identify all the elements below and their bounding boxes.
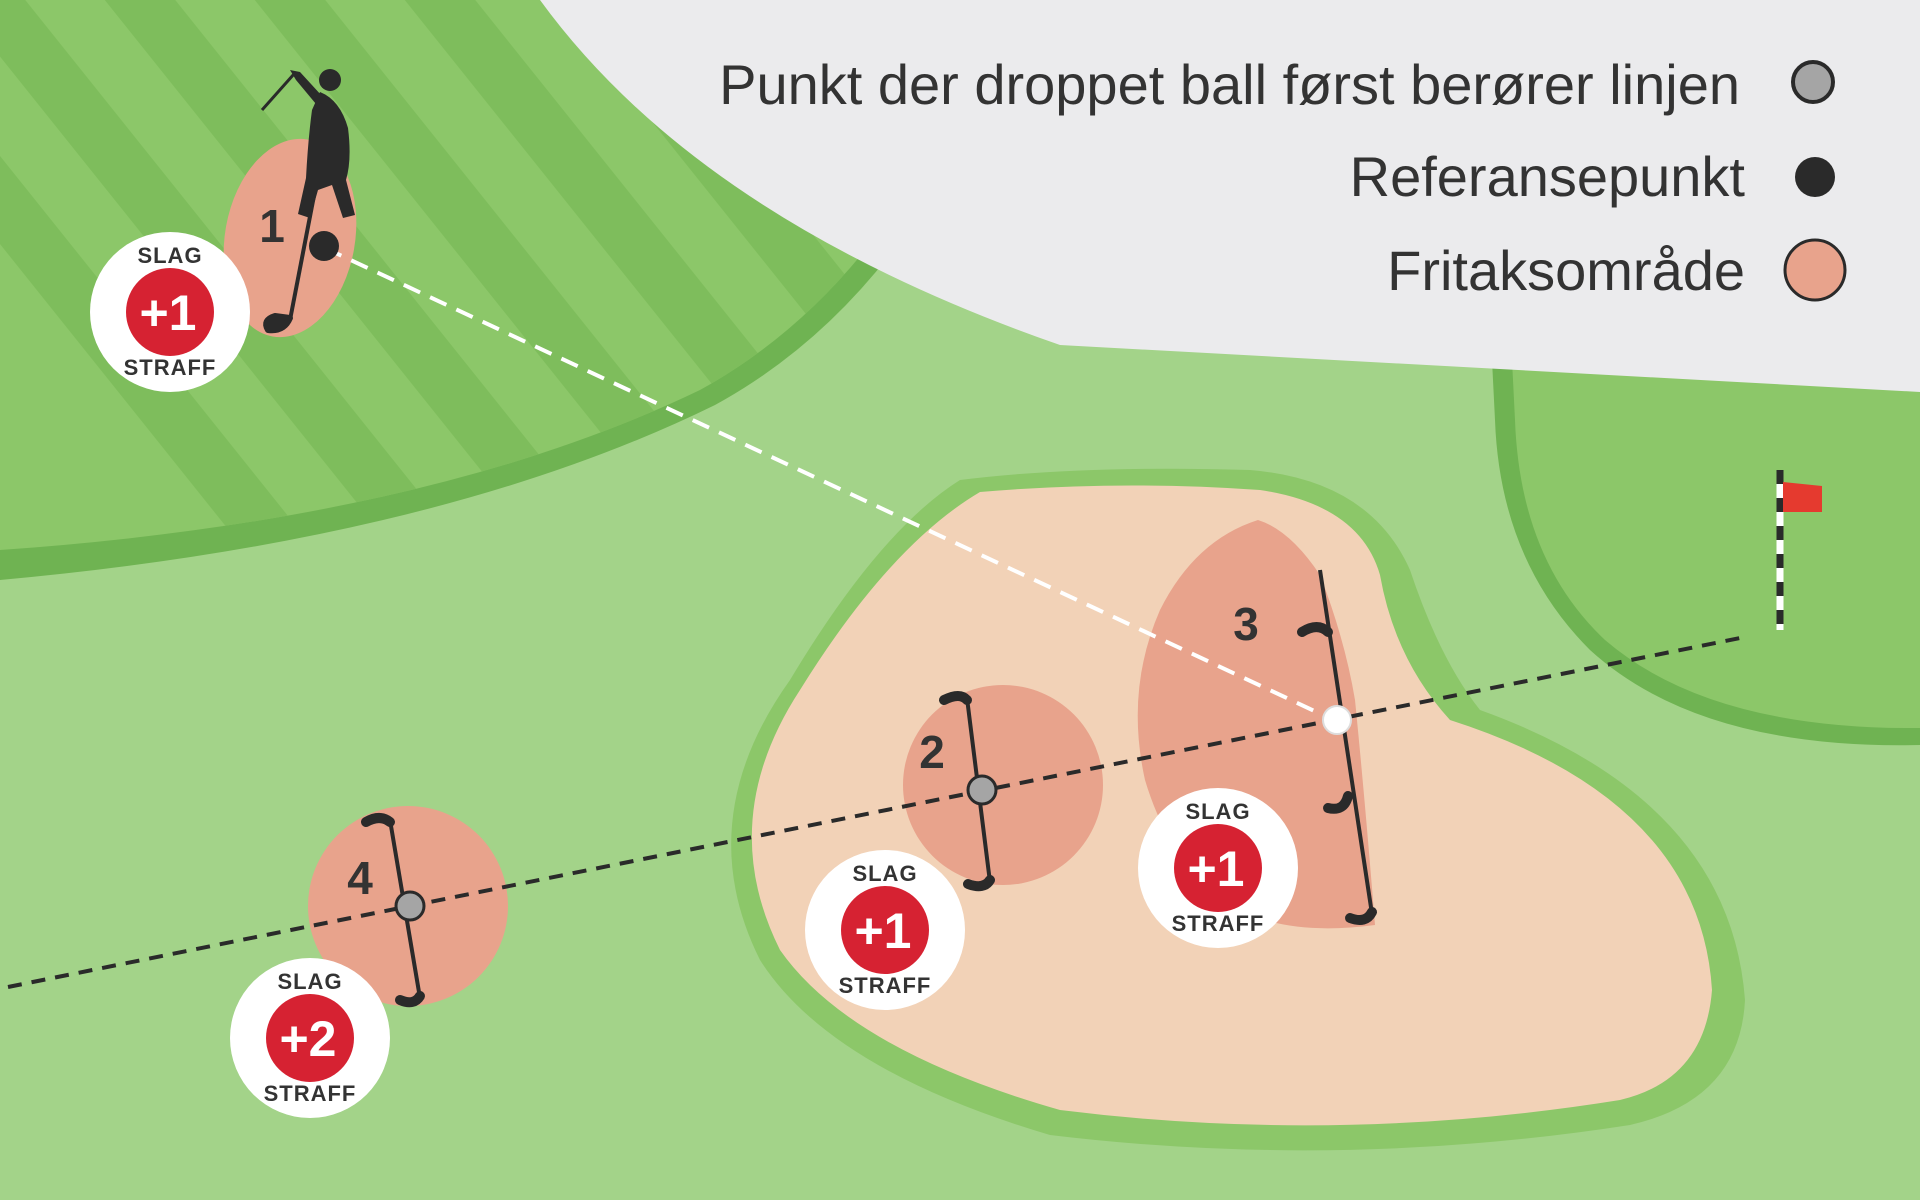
badge-label-top: SLAG	[852, 861, 917, 886]
legend: Punkt der droppet ball først berører lin…	[719, 53, 1847, 302]
relief-area-1	[223, 138, 357, 338]
badge-label-bottom: STRAFF	[839, 973, 932, 998]
badge-label-bottom: STRAFF	[124, 355, 217, 380]
area-number-1: 1	[259, 200, 285, 252]
putting-green	[1510, 320, 1920, 729]
ball-flight-line	[324, 246, 1339, 724]
badge-penalty-value: +1	[1187, 841, 1244, 897]
drop-point-marker-4	[394, 890, 426, 922]
grey-dot-icon	[1791, 60, 1835, 104]
badge-penalty-value: +1	[139, 285, 196, 341]
penalty-badge-2: SLAG +1 STRAFF	[805, 850, 965, 1010]
legend-label-drop-point: Punkt der droppet ball først berører lin…	[719, 53, 1740, 116]
golfer-icon	[260, 69, 355, 218]
legend-panel	[540, 0, 1920, 392]
penalty-badge-3: SLAG +1 STRAFF	[1138, 788, 1298, 948]
badge-label-bottom: STRAFF	[1172, 911, 1265, 936]
penalty-badge-1: SLAG +1 STRAFF	[90, 232, 250, 392]
black-dot-icon	[1795, 157, 1835, 197]
badge-penalty-value: +1	[854, 903, 911, 959]
legend-label-reference-point: Referansepunkt	[1350, 145, 1746, 208]
badge-label-top: SLAG	[137, 243, 202, 268]
club-measure-3	[1297, 569, 1377, 925]
salmon-dot-icon	[1783, 238, 1847, 302]
flag-icon	[1776, 470, 1822, 630]
area-number-4: 4	[347, 852, 373, 904]
legend-label-relief-area: Fritaksområde	[1387, 239, 1745, 302]
area-number-2: 2	[919, 726, 945, 778]
badge-label-top: SLAG	[277, 969, 342, 994]
reference-line	[7, 635, 1746, 989]
drop-point-marker-2	[966, 774, 998, 806]
penalty-badge-4: SLAG +2 STRAFF	[230, 958, 390, 1118]
reference-point-marker	[309, 231, 339, 261]
badge-label-top: SLAG	[1185, 799, 1250, 824]
area-number-3: 3	[1233, 598, 1259, 650]
badge-label-bottom: STRAFF	[264, 1081, 357, 1106]
badge-penalty-value: +2	[279, 1011, 336, 1067]
golf-ball	[1322, 705, 1352, 735]
